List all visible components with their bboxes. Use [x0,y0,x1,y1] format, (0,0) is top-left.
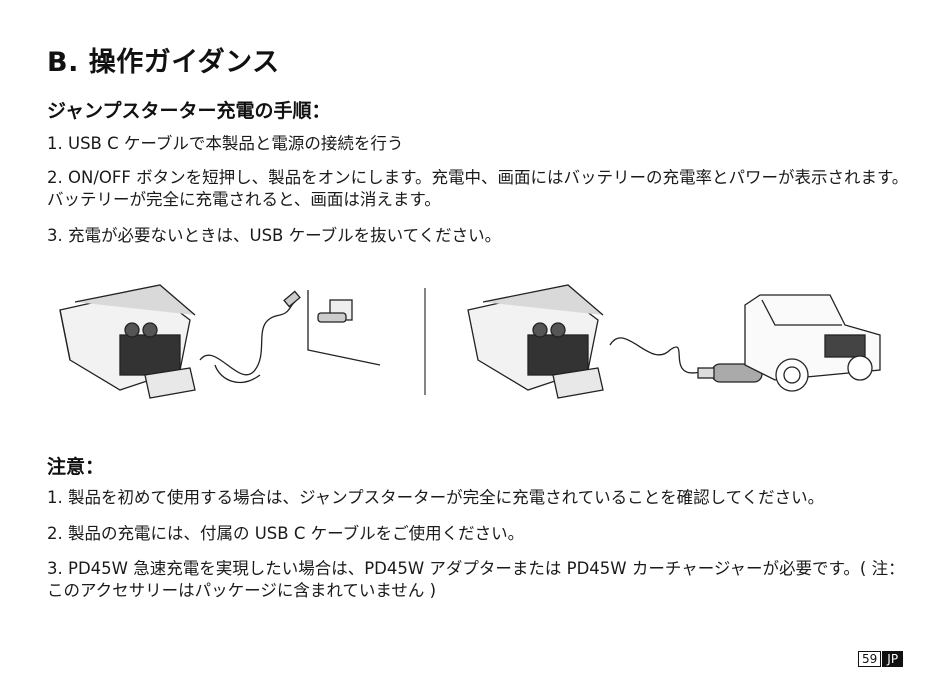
note-item: 1. 製品を初めて使用する場合は、ジャンプスターターが完全に充電されていることを… [47,488,825,507]
jump-starter-wall-charging-icon [59,284,381,399]
note-item: 3. PD45W 急速充電を実現したい場合は、PD45W アダプターまたは PD… [47,559,905,600]
step-item: 2. ON/OFF ボタンを短押し、製品をオンにします。充電中、画面にはバッテリ… [47,168,909,209]
language-badge: JP [882,651,904,667]
page-number: 59 [858,651,882,667]
section-heading-notes: 注意： [47,456,105,478]
page-footer: 59 JP [858,651,904,667]
step-item: 1. USB C ケーブルで本製品と電源の接続を行う [47,134,404,153]
page-title: B. 操作ガイダンス [47,47,280,78]
step-item: 3. 充電が必要ないときは、USB ケーブルを抜いてください。 [47,226,502,245]
charging-illustrations [59,284,881,399]
note-item: 2. 製品の充電には、付属の USB C ケーブルをご使用ください。 [47,524,525,543]
jump-starter-car-charging-icon [467,284,881,399]
section-heading-charging-steps: ジャンプスターター充電の手順： [47,100,331,122]
